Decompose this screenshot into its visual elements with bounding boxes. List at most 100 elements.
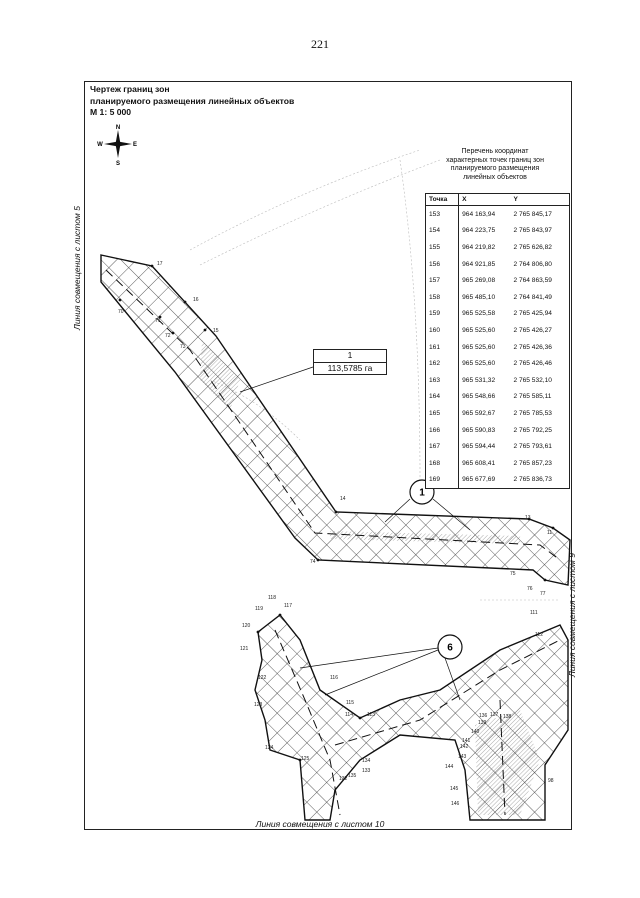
- point-label: 75: [510, 571, 516, 577]
- corridor-zone-1: [100, 254, 571, 586]
- cell-point: 153: [425, 205, 460, 223]
- compass-e: E: [133, 142, 137, 148]
- point-label: 134: [362, 758, 371, 764]
- coordinates-caption: Перечень координат характерных точек гра…: [420, 148, 570, 183]
- left-junction-label: Линия совмещения с листом 5: [72, 206, 82, 330]
- point-label: 17: [157, 261, 163, 267]
- point-label: 140: [471, 729, 480, 735]
- bottom-junction-label: Линия совмещения с листом 10: [255, 819, 385, 829]
- point-label: 144: [445, 764, 454, 770]
- column-header-y: Y: [510, 193, 570, 206]
- caption-line: характерных точек границ зон: [446, 156, 544, 164]
- title-line-1: Чертеж границ зон: [90, 84, 170, 94]
- point-label: 98: [548, 778, 554, 784]
- point-label: 70: [118, 309, 124, 315]
- zone-info-box: 1 113,5785 га: [313, 349, 387, 375]
- point-label: 146: [451, 801, 460, 807]
- cell-x: 964 921,85: [462, 260, 496, 268]
- cell-point: 154: [425, 222, 460, 240]
- point-label: 135: [348, 773, 357, 779]
- point-label: 141: [462, 738, 471, 744]
- point-label: 115: [346, 700, 354, 706]
- cell-x: 965 677,69: [462, 476, 496, 484]
- zone-area: 113,5785 га: [314, 361, 386, 375]
- cell-y: 2 764 806,80: [513, 260, 552, 268]
- cell-x: 965 590,83: [462, 426, 496, 434]
- caption-line: линейных объектов: [463, 174, 527, 182]
- compass-w: W: [97, 142, 103, 148]
- point-label: 119: [255, 606, 263, 612]
- point-label: 13: [525, 515, 531, 521]
- cell-x: 965 592,67: [462, 409, 496, 417]
- caption-line: планируемого размещения: [450, 165, 540, 173]
- callout-zone-6-label: 6: [447, 643, 453, 654]
- column-header-x: X: [458, 193, 511, 206]
- point-label: 72: [165, 333, 171, 339]
- cell-point: 161: [425, 338, 460, 356]
- point-label: 145: [450, 786, 459, 792]
- point-label: 142: [460, 744, 469, 750]
- point-label: 71: [155, 318, 161, 324]
- cell-point: 165: [425, 405, 460, 422]
- callout-zone-1-label: 1: [419, 488, 425, 499]
- cell-y: 2 765 857,23: [513, 459, 552, 467]
- point-label: 124: [265, 745, 274, 751]
- cell-x: 965 608,41: [462, 459, 496, 467]
- title-line-2: планируемого размещения линейных объекто…: [90, 95, 295, 106]
- table-header-row: Точка X Y: [425, 193, 570, 206]
- point-label: 77: [540, 591, 546, 597]
- drawing-frame: [84, 81, 572, 830]
- point-label: 73: [180, 344, 186, 350]
- cell-x: 965 525,58: [462, 310, 496, 318]
- cell-y: 2 765 843,97: [513, 227, 552, 235]
- point-label: 138: [503, 714, 512, 720]
- point-labels: 17 16 15 70 71 72 73 14 74 13 11 75 76 7…: [118, 261, 554, 807]
- cell-point: 155: [425, 239, 460, 256]
- cell-y: 2 765 585,11: [513, 393, 552, 401]
- zone-number: 1: [347, 350, 353, 360]
- cell-x: 964 223,75: [462, 227, 496, 235]
- cell-x: 965 548,66: [462, 393, 496, 401]
- leader-lines: [239, 366, 471, 701]
- cell-y: 2 765 792,25: [513, 426, 552, 434]
- cell-y: 2 765 793,61: [513, 443, 552, 451]
- cell-point: 163: [425, 371, 460, 389]
- compass-rose-icon: N S E W: [97, 125, 137, 166]
- point-label: 125: [301, 756, 310, 762]
- title-scale: М 1: 5 000: [90, 107, 132, 117]
- point-label: 133: [362, 768, 371, 774]
- cell-x: 965 485,10: [462, 293, 496, 301]
- point-label: 139: [478, 720, 487, 726]
- point-label: 114: [345, 712, 353, 718]
- cell-x: 965 531,32: [462, 376, 496, 384]
- cell-point: 157: [425, 272, 460, 289]
- point-markers: [118, 264, 555, 762]
- cell-y: 2 765 626,82: [513, 243, 552, 251]
- cell-x: 964 219,82: [462, 243, 496, 251]
- cell-x: 965 525,60: [462, 343, 496, 351]
- cell-point: 169: [425, 471, 460, 489]
- point-label: 143: [458, 754, 467, 760]
- point-label: 74: [310, 559, 316, 565]
- cell-y: 2 765 426,36: [513, 343, 552, 351]
- compass-n: N: [116, 125, 120, 131]
- point-label: 16: [193, 297, 199, 303]
- cell-x: 965 525,60: [462, 360, 496, 368]
- point-label: 113: [367, 712, 375, 718]
- point-label: 123: [254, 702, 263, 708]
- point-label: 15: [213, 328, 219, 334]
